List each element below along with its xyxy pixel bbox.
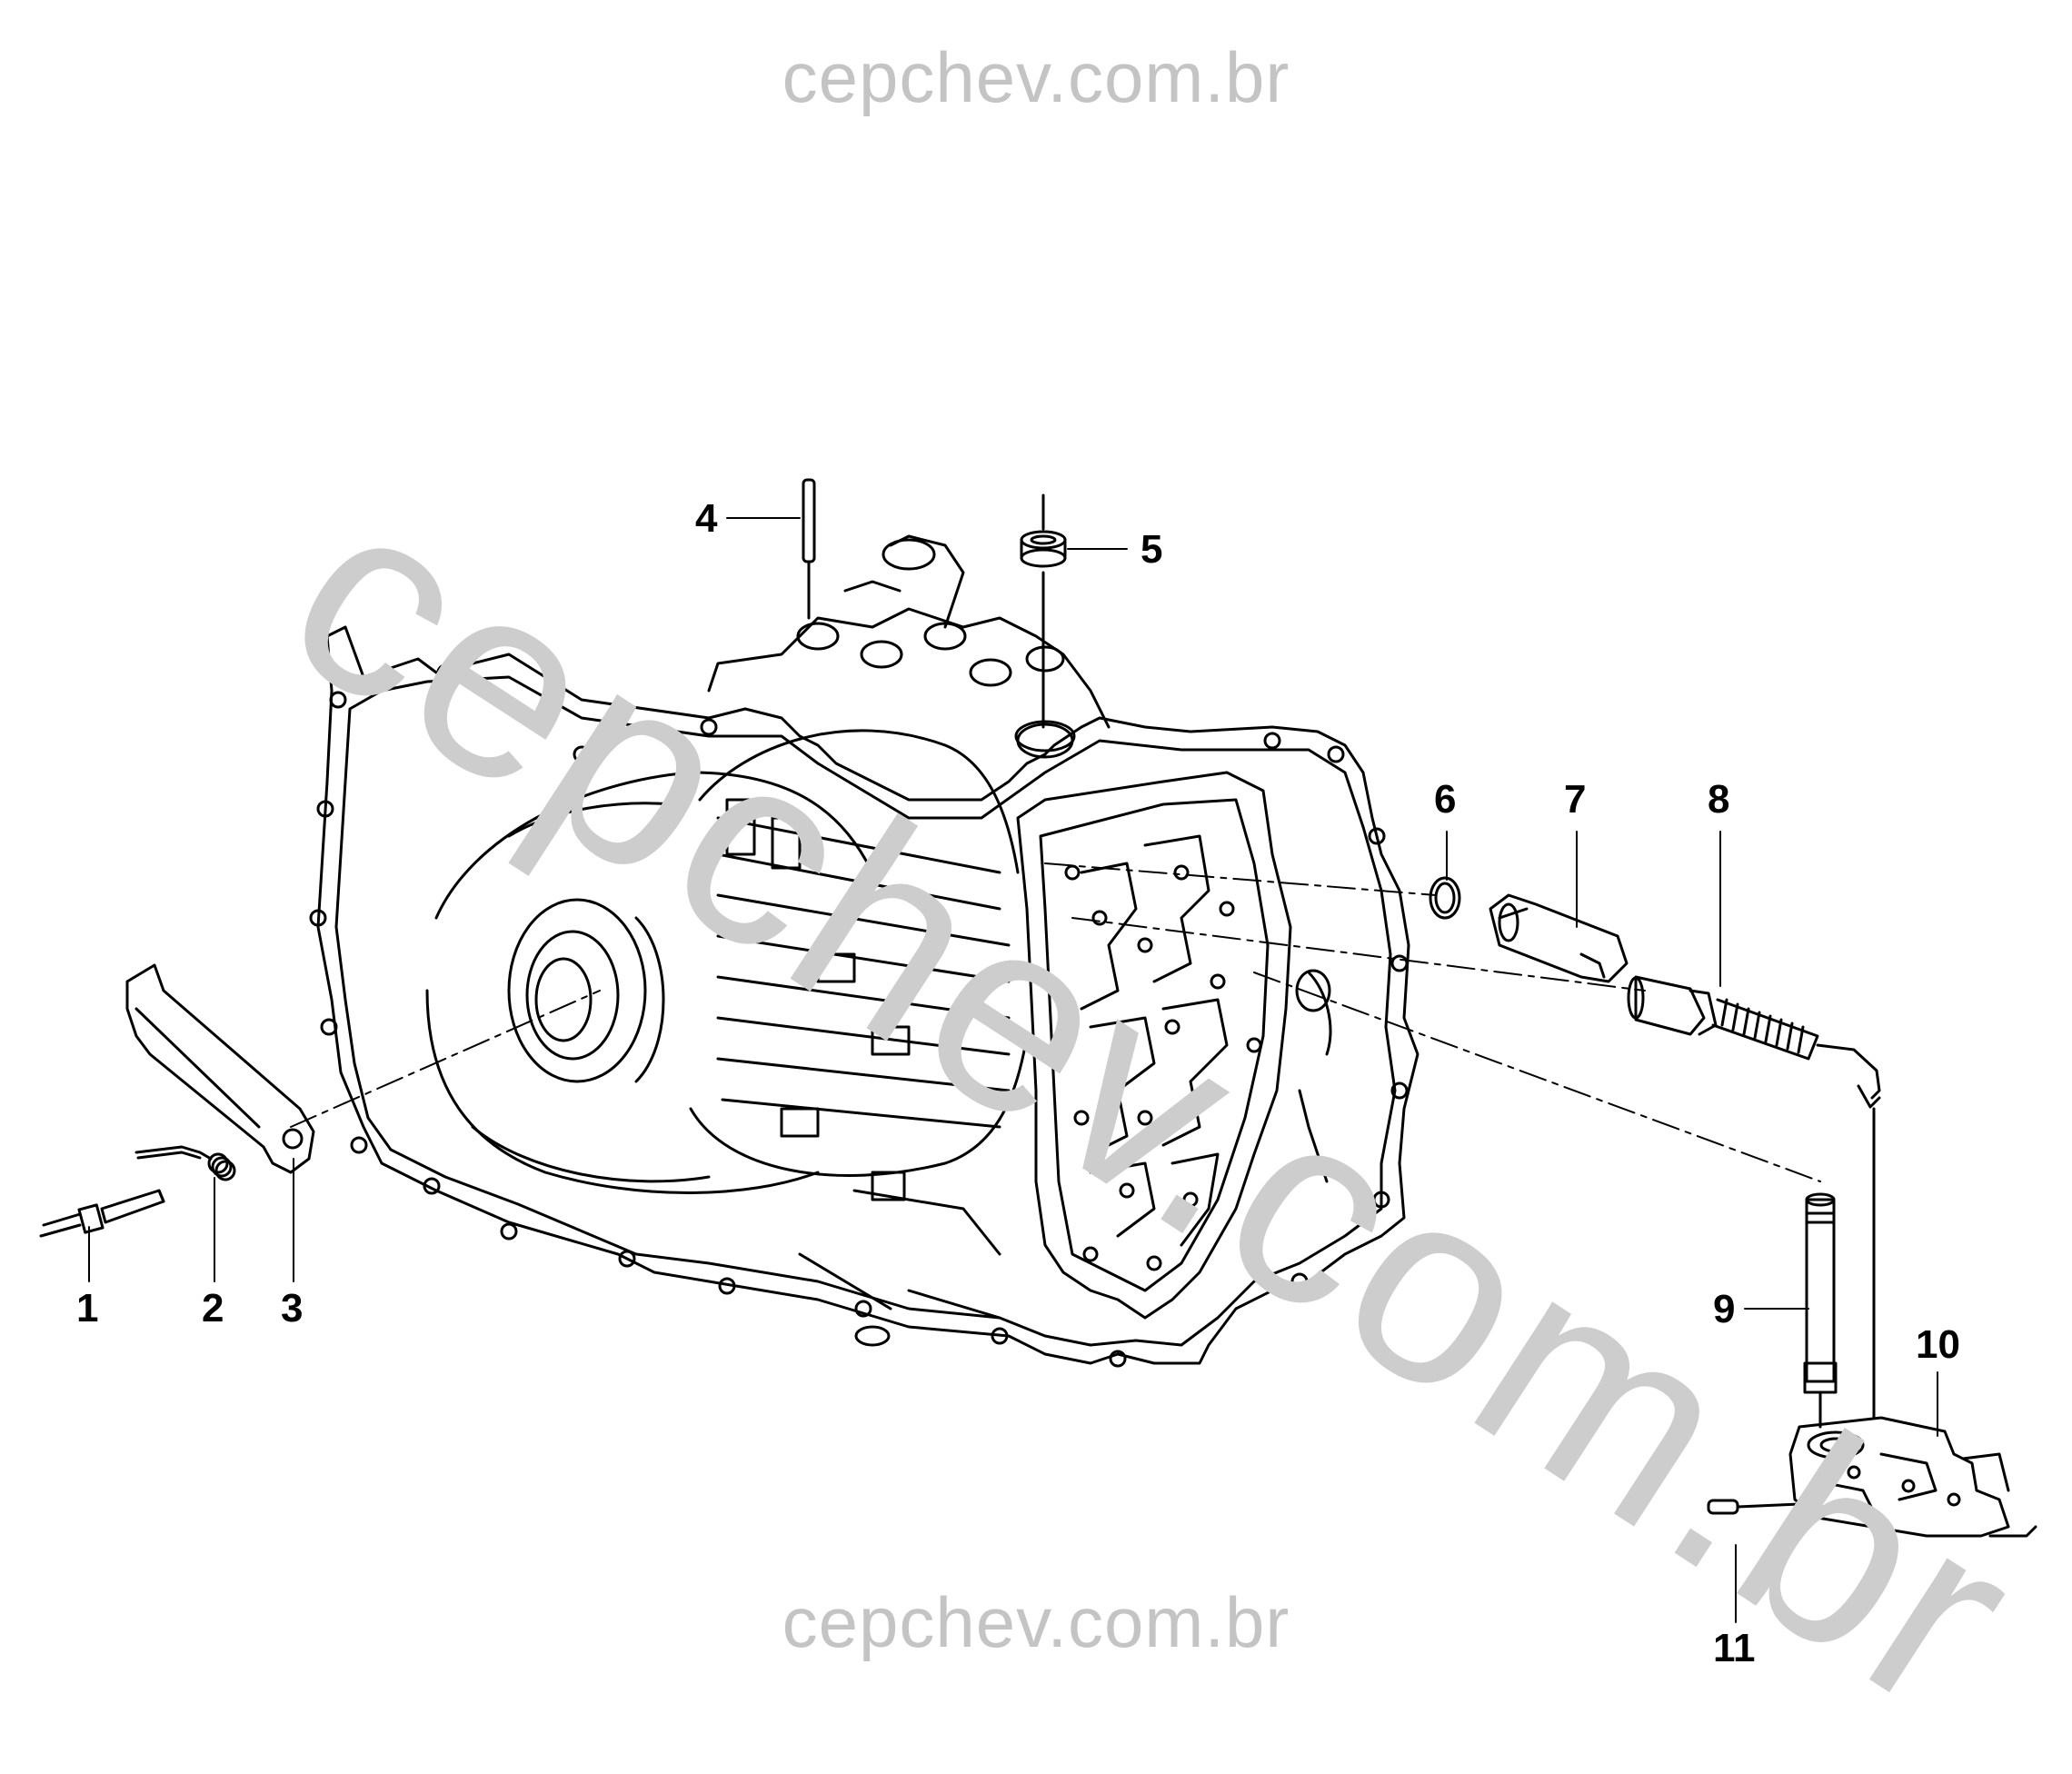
part-9-shaft [1803, 1192, 1838, 1429]
callout-8: 8 [1708, 777, 1730, 822]
callout-1: 1 [76, 1286, 99, 1330]
callout-6: 6 [1434, 777, 1457, 822]
part-3-lever [125, 963, 315, 1174]
transmission-housing [309, 534, 1420, 1368]
callout-11: 11 [1713, 1626, 1756, 1670]
exploded-view-drawing [39, 478, 2037, 1623]
watermark-top: cepchev.com.br [782, 37, 1290, 117]
part-5-bushing [1014, 493, 1076, 752]
part-7-sleeve [1489, 893, 1629, 983]
callout-3: 3 [281, 1286, 304, 1330]
part-11-pin [1707, 1499, 1801, 1515]
callout-7: 7 [1564, 777, 1587, 822]
center-lines [290, 862, 1821, 1182]
part-8-valve-spring [1627, 975, 1881, 1420]
part-4-pin [802, 478, 816, 620]
callout-10: 10 [1916, 1322, 1960, 1367]
part-10-valve-assembly [1788, 1416, 2037, 1538]
callout-4: 4 [695, 496, 718, 541]
part-2-spring [134, 1145, 236, 1181]
watermark-bottom: cepchev.com.br [782, 1582, 1290, 1662]
callout-2: 2 [202, 1286, 224, 1330]
leader-lines [88, 517, 1938, 1623]
part-1-pin [39, 1189, 165, 1238]
part-6-o-ring [1429, 876, 1461, 920]
callout-9: 9 [1713, 1287, 1736, 1331]
callout-5: 5 [1141, 527, 1163, 572]
